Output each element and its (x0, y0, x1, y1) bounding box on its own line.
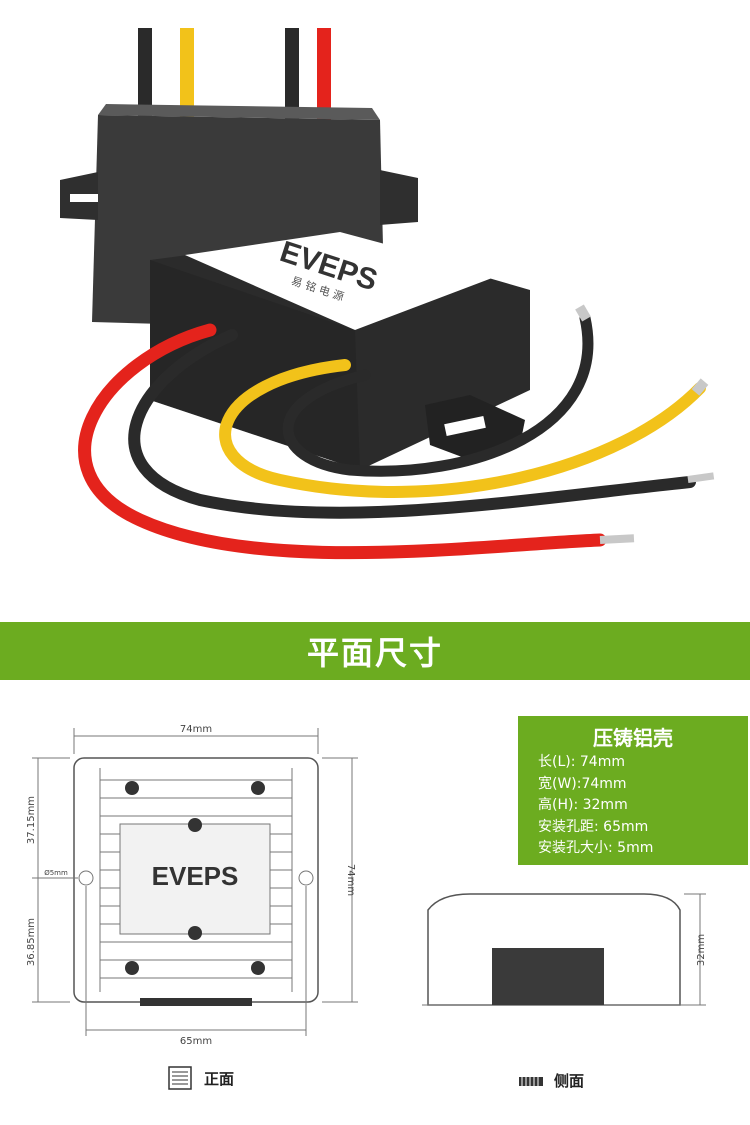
section-title: 平面尺寸 (306, 634, 443, 672)
caption-side: 侧面 (518, 1070, 584, 1091)
side-terminal (492, 948, 604, 1005)
caption-front-label: 正面 (204, 1069, 235, 1088)
spec-row-hole-size: 安装孔大小: 5mm (538, 840, 654, 856)
spec-box: 压铸铝壳 长(L): 74mm 宽(W):74mm 高(H): 32mm 安装孔… (518, 716, 748, 865)
dim-side-height: 32mm (696, 934, 707, 966)
spec-row-length: 长(L): 74mm (538, 754, 625, 770)
dimension-drawing: EVEPS 74mm 37.15mm 36.85mm Ø5mm 74mm 65m… (0, 680, 750, 1121)
caption-side-label: 侧面 (554, 1072, 585, 1090)
spec-title: 压铸铝壳 (593, 726, 673, 750)
mount-hole-left (78, 870, 94, 886)
converter-illustration: EVEPS 易 铭 电 源 (60, 28, 715, 560)
screw-bottom-right (251, 961, 265, 975)
front-label-plate (119, 823, 271, 935)
dimension-svg: EVEPS 74mm 37.15mm 36.85mm Ø5mm 74mm 65m… (26, 724, 707, 1047)
spec-row-width: 宽(W):74mm (538, 775, 627, 792)
front-label (185, 232, 500, 330)
wire-black-short (282, 312, 594, 477)
spec-row-height: 高(H): 32mm (538, 797, 628, 813)
drawing-logo: EVEPS (152, 861, 239, 891)
back-mount-ear-right (380, 170, 418, 225)
screw-top-right (251, 781, 265, 795)
screw-top-left (125, 781, 139, 795)
front-view-icon (168, 1066, 192, 1090)
dim-right-height: 74mm (345, 864, 356, 896)
wire-black-long (128, 329, 696, 519)
caption-front: 正面 (168, 1066, 234, 1090)
dim-bottom-width: 65mm (180, 1036, 212, 1047)
dim-left-upper: 37.15mm (26, 796, 37, 844)
screw-center-top (188, 818, 202, 832)
side-view-icon (519, 1076, 543, 1086)
spec-row-hole-spacing: 安装孔距: 65mm (538, 818, 649, 835)
wire-yellow (219, 359, 706, 498)
section-banner: 平面尺寸 (0, 622, 750, 680)
screw-bottom-left (125, 961, 139, 975)
product-photo: EVEPS 易 铭 电 源 (60, 28, 715, 560)
front-terminal-slot (140, 998, 252, 1006)
dim-top-width: 74mm (180, 724, 212, 735)
dim-hole: Ø5mm (44, 869, 68, 877)
wire-red (78, 323, 607, 560)
dim-left-lower: 36.85mm (26, 918, 37, 966)
side-view-body (427, 893, 681, 1006)
screw-center-bottom (188, 926, 202, 940)
mount-hole-right (298, 870, 314, 886)
